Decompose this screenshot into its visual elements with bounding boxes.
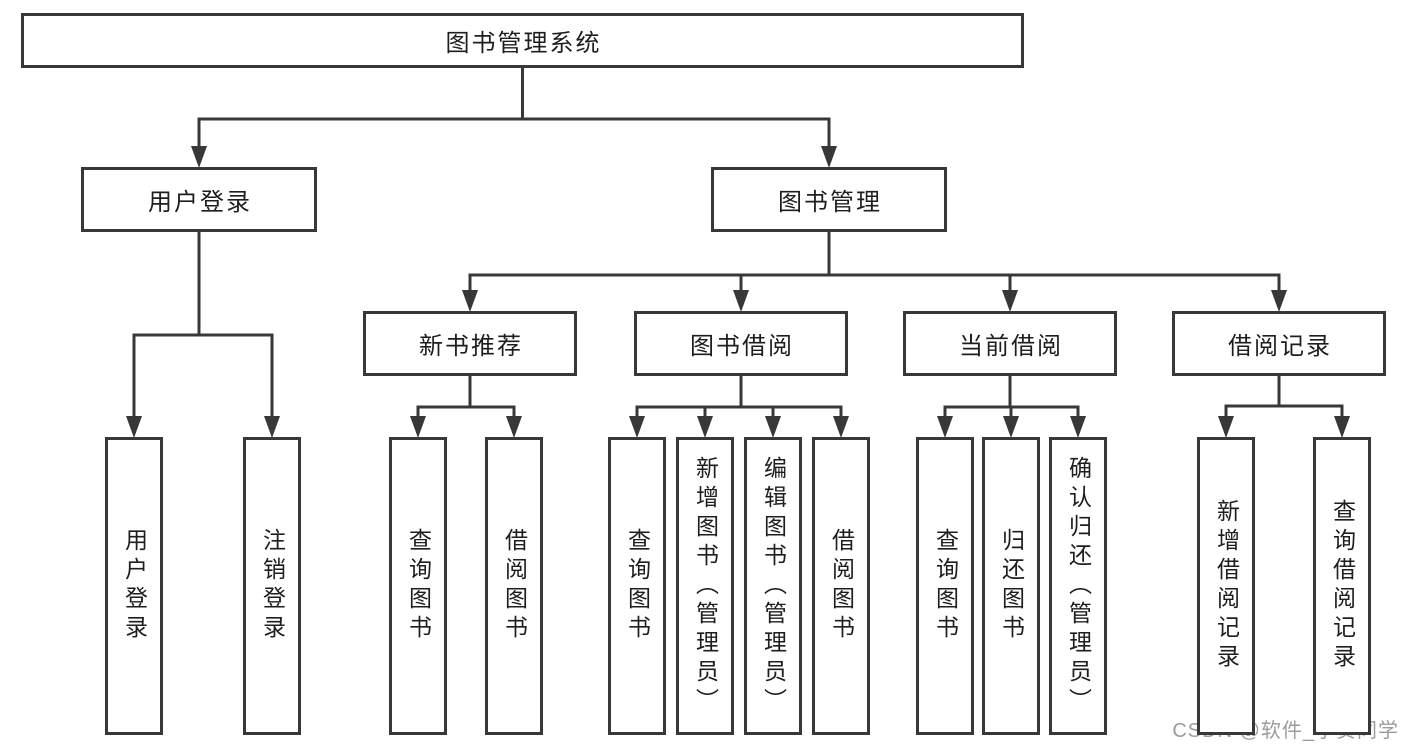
node-label: 用户登录 (148, 189, 252, 216)
node-label: 查询借阅记录 (1329, 499, 1356, 673)
node-borrow-records: 借阅记录 (1172, 311, 1386, 376)
node-current-borrow: 当前借阅 (903, 311, 1117, 376)
node-label: 图书管理 (778, 189, 882, 216)
node-label: 查询图书 (405, 528, 432, 644)
node-label: 归还图书 (998, 528, 1025, 644)
node-label: 注销登录 (259, 528, 286, 644)
node-label: 图书管理系统 (445, 30, 602, 57)
node-leaf-login: 用户登录 (105, 437, 163, 735)
node-label: 借阅图书 (828, 528, 855, 644)
node-leaf-rec-query: 查询图书 (389, 437, 447, 735)
node-label: 新书推荐 (419, 333, 523, 360)
node-leaf-cur-confirm: 确认归还（管理员） (1049, 437, 1107, 735)
node-label: 新增图书（管理员） (692, 455, 719, 717)
node-label: 新增借阅记录 (1213, 499, 1240, 673)
node-label: 当前借阅 (959, 333, 1063, 360)
node-user-login: 用户登录 (81, 167, 317, 232)
node-leaf-recd-query: 查询借阅记录 (1313, 437, 1371, 735)
node-leaf-logout: 注销登录 (243, 437, 301, 735)
node-label: 图书借阅 (690, 333, 794, 360)
node-label: 借阅图书 (501, 528, 528, 644)
node-leaf-bor-borrow: 借阅图书 (812, 437, 870, 735)
node-leaf-rec-borrow: 借阅图书 (485, 437, 543, 735)
node-leaf-bor-edit: 编辑图书（管理员） (744, 437, 802, 735)
node-root: 图书管理系统 (21, 13, 1024, 68)
node-label: 查询图书 (932, 528, 959, 644)
node-book-mgmt: 图书管理 (711, 167, 947, 232)
node-new-book-rec: 新书推荐 (363, 311, 577, 376)
node-leaf-bor-query: 查询图书 (608, 437, 666, 735)
node-leaf-bor-add: 新增图书（管理员） (676, 437, 734, 735)
node-label: 编辑图书（管理员） (760, 455, 787, 717)
node-leaf-recd-add: 新增借阅记录 (1197, 437, 1255, 735)
node-label: 查询图书 (624, 528, 651, 644)
node-label: 用户登录 (121, 528, 148, 644)
node-label: 确认归还（管理员） (1065, 455, 1092, 717)
node-leaf-cur-return: 归还图书 (982, 437, 1040, 735)
node-book-borrow: 图书借阅 (634, 311, 848, 376)
node-label: 借阅记录 (1228, 333, 1332, 360)
node-leaf-cur-query: 查询图书 (916, 437, 974, 735)
